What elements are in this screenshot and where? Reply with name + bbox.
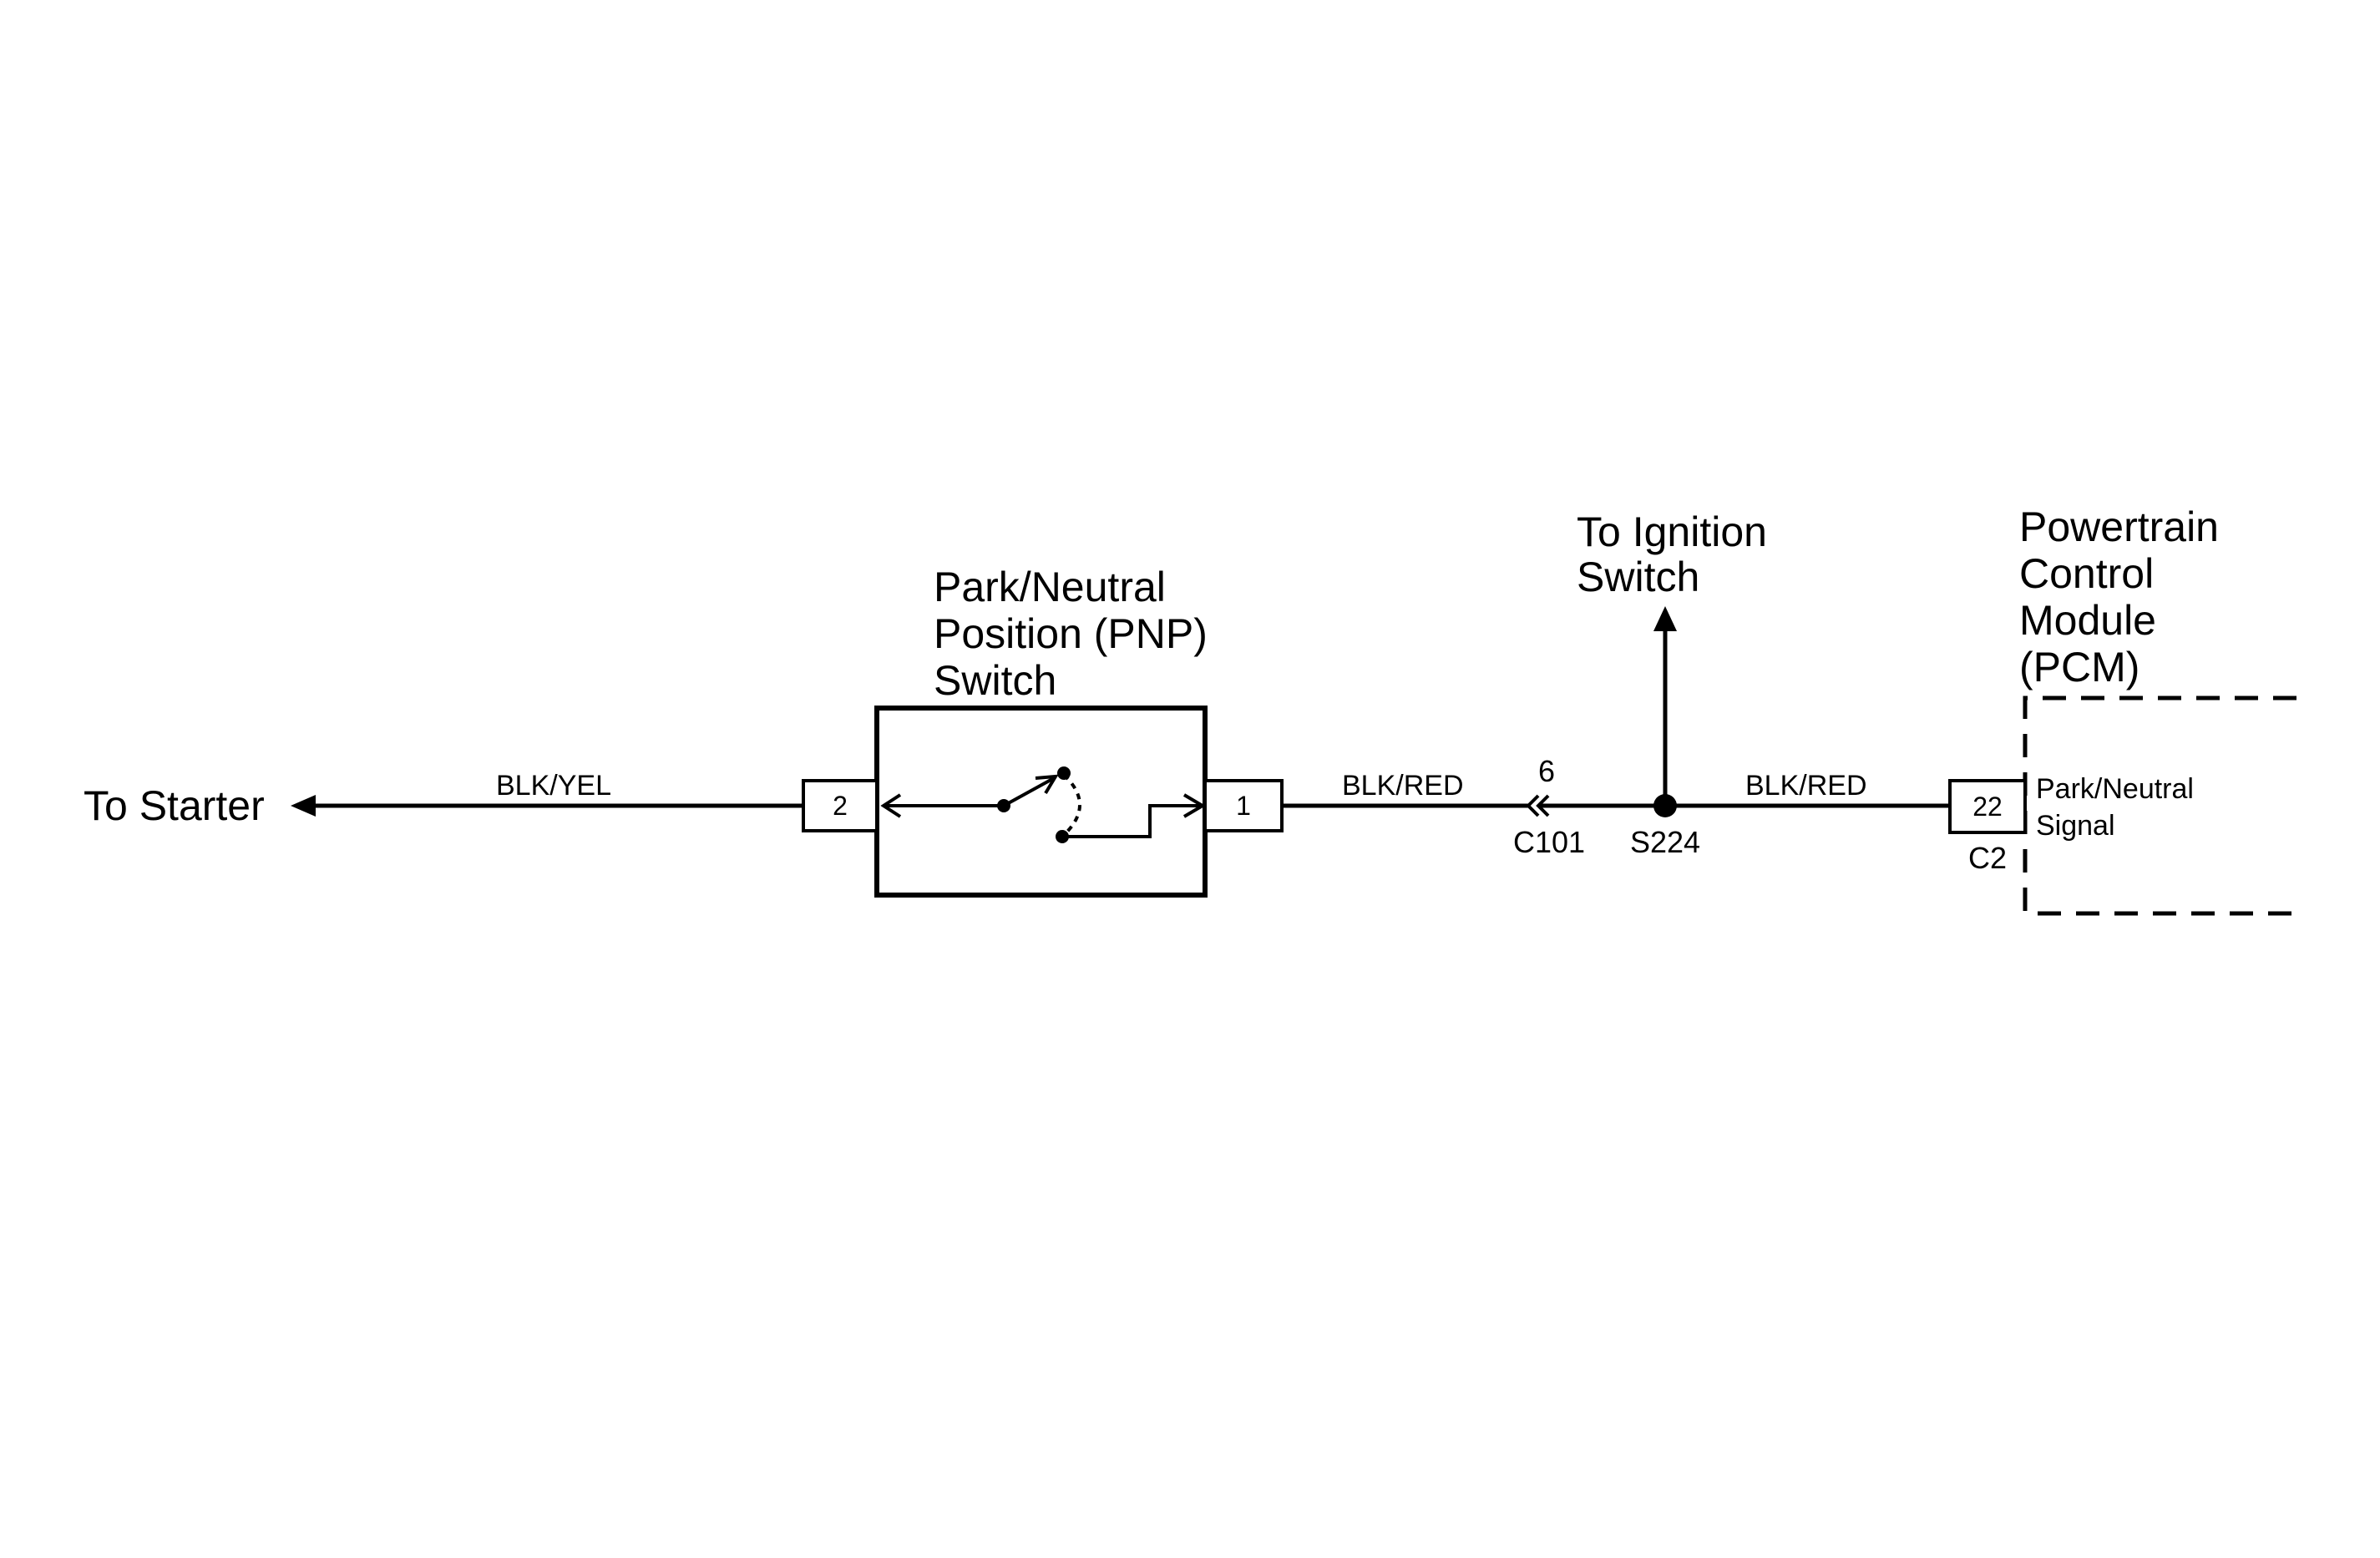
wire-color-blk-yel: BLK/YEL bbox=[496, 770, 611, 802]
to-starter-arrow-icon bbox=[291, 795, 316, 817]
pnp-switch-mechanism bbox=[880, 773, 1206, 838]
pcm-signal-label-line2: Signal bbox=[2036, 810, 2115, 842]
pcm-signal-label-line1: Park/Neutral bbox=[2036, 773, 2194, 805]
connector-c101-pin: 6 bbox=[1538, 754, 1555, 788]
pnp-pin-1-label: 1 bbox=[1236, 791, 1251, 821]
connector-c101-icon bbox=[1526, 794, 1550, 817]
pnp-switch-title-line3: Switch bbox=[934, 657, 1056, 704]
to-ignition-arrow-icon bbox=[1653, 606, 1677, 631]
pnp-switch-title-line1: Park/Neutral bbox=[934, 564, 1166, 610]
to-ignition-label-line2: Switch bbox=[1577, 554, 1699, 600]
pnp-pin-2-box bbox=[802, 779, 879, 832]
splice-s224-label: S224 bbox=[1630, 825, 1700, 859]
pnp-pin-2-label: 2 bbox=[833, 791, 848, 821]
pnp-switch-title-line2: Position (PNP) bbox=[934, 610, 1208, 657]
connector-c101-label: C101 bbox=[1513, 825, 1585, 859]
pcm-title-line3: Module bbox=[2019, 597, 2156, 644]
pcm-title-line2: Control bbox=[2019, 550, 2154, 597]
to-ignition-label-line1: To Ignition bbox=[1577, 508, 1767, 555]
wires bbox=[307, 629, 1950, 808]
pcm-connector-c2-label: C2 bbox=[1968, 841, 2007, 875]
wire-color-blk-red-2: BLK/RED bbox=[1745, 770, 1867, 802]
to-starter-label: To Starter bbox=[84, 782, 265, 829]
pcm-pin-22-label: 22 bbox=[1972, 792, 2003, 822]
pcm-title-line1: Powertrain bbox=[2019, 503, 2219, 550]
pcm-pin-22-box bbox=[1948, 779, 2027, 834]
pnp-switch-body bbox=[874, 706, 1208, 898]
switch-pivot-dot bbox=[997, 799, 1010, 812]
wire-color-blk-red-1: BLK/RED bbox=[1342, 770, 1464, 802]
pcm-title-line4: (PCM) bbox=[2019, 644, 2139, 690]
pcm-boundary bbox=[2023, 696, 2296, 916]
switch-contact-lower-dot bbox=[1056, 830, 1069, 843]
splice-s224-dot bbox=[1653, 794, 1677, 817]
switch-contact-upper-dot bbox=[1057, 766, 1071, 780]
